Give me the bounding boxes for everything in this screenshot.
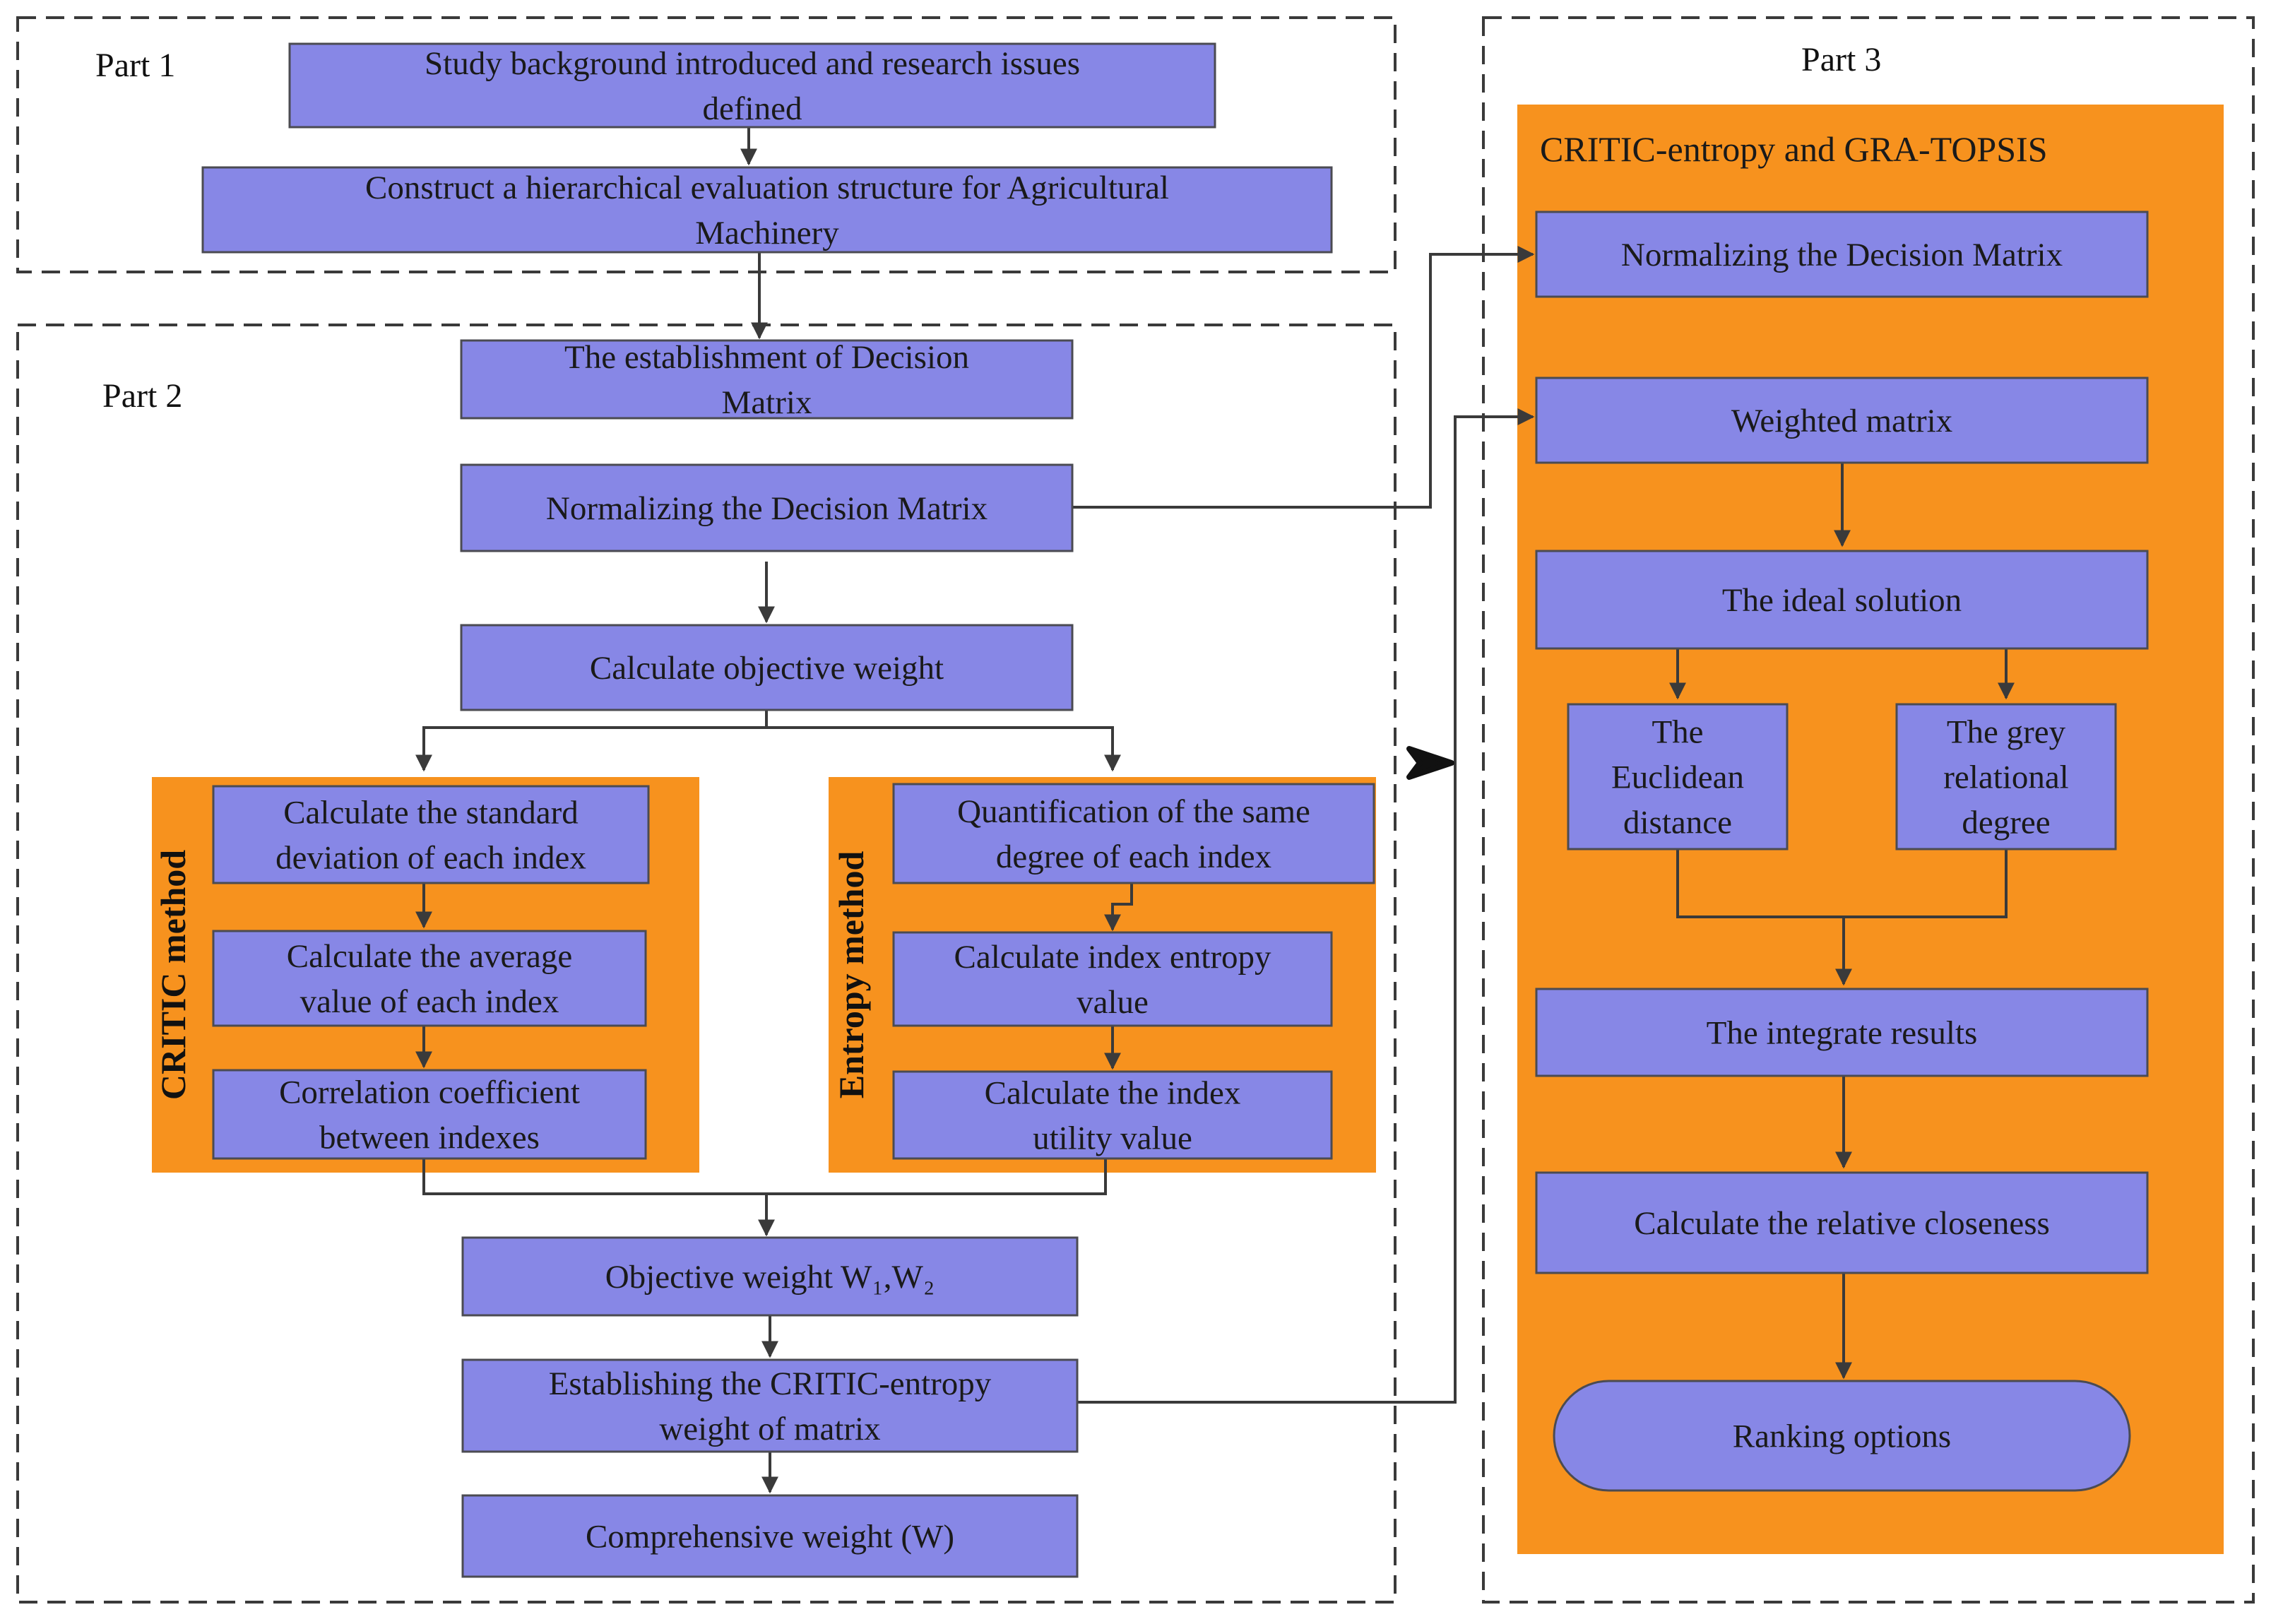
- box-critic-average-value: Calculate the average value of each index: [212, 930, 647, 1027]
- box-label-line: Study background introduced and research…: [425, 45, 1080, 82]
- box-shape: [892, 931, 1333, 1027]
- box-label-line: Calculate index entropy: [954, 939, 1271, 976]
- arrow-objective-to-critic: [415, 710, 768, 772]
- box-label-line: Weighted matrix: [1731, 403, 1952, 439]
- critic-method-label: CRITIC method: [153, 850, 193, 1100]
- arrow-entropy-step1-to-step2: [1104, 883, 1133, 932]
- part2-label: Part 2: [102, 377, 182, 415]
- box-shape: [288, 42, 1216, 129]
- box-shape: [1895, 703, 2117, 850]
- box-shape: [1535, 377, 2149, 464]
- box-label-line: between indexes: [319, 1120, 540, 1156]
- box-label-line: Normalizing the Decision Matrix: [546, 490, 988, 527]
- box-objective-weight-w1-w2: Objective weight W₁,W₂: [461, 1236, 1079, 1317]
- box-label-line: The grey: [1947, 714, 2066, 751]
- box-shape: [461, 1236, 1079, 1317]
- box-label-line: relational: [1943, 759, 2068, 796]
- box-label-line: value: [1077, 984, 1149, 1021]
- box-ideal-solution: The ideal solution: [1535, 550, 2149, 650]
- box-label-line: distance: [1623, 805, 1732, 841]
- box-label-line: The ideal solution: [1722, 582, 1962, 619]
- box-label-line: defined: [703, 90, 802, 127]
- box-shape: [460, 339, 1074, 420]
- box-normalize-decision-matrix: Normalizing the Decision Matrix: [460, 463, 1074, 552]
- box-relative-closeness: Calculate the relative closeness: [1535, 1171, 2149, 1274]
- box-shape: [1535, 211, 2149, 298]
- box-label-line: Matrix: [722, 384, 812, 421]
- box-integrate-results: The integrate results: [1535, 988, 2149, 1077]
- box-shape: [1535, 550, 2149, 650]
- box-label-line: degree of each index: [996, 838, 1271, 875]
- box-critic-entropy-weight: Establishing the CRITIC-entropy weight of…: [461, 1358, 1079, 1453]
- right-arrow-icon: [1406, 746, 1454, 780]
- box-critic-std-deviation: Calculate the standard deviation of each …: [212, 785, 650, 884]
- box-label-line: Construct a hierarchical evaluation stru…: [365, 170, 1169, 206]
- box-label-line: The: [1652, 714, 1703, 751]
- box-label-line: Machinery: [695, 215, 839, 251]
- box-shape: [461, 1494, 1079, 1578]
- box-label-line: weight of matrix: [659, 1411, 880, 1447]
- connectors: [415, 127, 2015, 1494]
- box-shape: [461, 1358, 1079, 1453]
- box-shape: [892, 1070, 1333, 1160]
- box-entropy-quantification: Quantification of the same degree of each…: [892, 783, 1375, 884]
- box-shape: [892, 783, 1375, 884]
- box-shape: [212, 1069, 647, 1160]
- merge-methods-line: [422, 1158, 1107, 1195]
- box-label-line: utility value: [1033, 1120, 1192, 1157]
- box-label-line: Calculate the standard: [283, 795, 579, 831]
- box-label-line: Objective weight W₁,W₂: [605, 1259, 935, 1296]
- box-ranking-options: Ranking options: [1553, 1380, 2131, 1492]
- box-label-line: Calculate the average: [287, 938, 572, 975]
- part3-frame: [1482, 16, 2255, 1604]
- box-shape: [1553, 1380, 2131, 1492]
- merge-distance-line: [1676, 849, 2008, 918]
- box-label-line: Normalizing the Decision Matrix: [1621, 237, 2063, 273]
- box-critic-correlation: Correlation coefficient between indexes: [212, 1069, 647, 1160]
- box-comprehensive-weight: Comprehensive weight (W): [461, 1494, 1079, 1578]
- box-shape: [460, 463, 1074, 552]
- box-label-line: The integrate results: [1707, 1015, 1978, 1052]
- box-label-line: Ranking options: [1733, 1418, 1951, 1455]
- box-shape: [460, 624, 1074, 711]
- part2-frame: [16, 324, 1397, 1604]
- arrow-normalize-to-part3: [1072, 246, 1535, 509]
- arrow-objective-to-entropy: [766, 726, 1121, 772]
- arrow-critic-entropy-to-weighted: [1075, 408, 1535, 1404]
- box-label-line: Establishing the CRITIC-entropy: [549, 1365, 992, 1402]
- box-label-line: Calculate the index: [985, 1075, 1241, 1112]
- box-hierarchical-structure: Construct a hierarchical evaluation stru…: [201, 166, 1333, 254]
- gra-topsis-title: CRITIC-entropy and GRA-TOPSIS: [1540, 129, 2048, 169]
- box-label-line: value of each index: [300, 983, 559, 1020]
- box-shape: [212, 930, 647, 1027]
- box-calculate-objective-weight: Calculate objective weight: [460, 624, 1074, 711]
- box-label-line: Correlation coefficient: [279, 1074, 580, 1111]
- part1-label: Part 1: [95, 47, 175, 84]
- box-shape: [201, 166, 1333, 254]
- entropy-method-label: Entropy method: [831, 851, 871, 1099]
- box-label-line: degree: [1962, 805, 2050, 841]
- box-label-line: deviation of each index: [275, 840, 586, 877]
- box-label-line: Calculate objective weight: [590, 650, 944, 687]
- box-weighted-matrix: Weighted matrix: [1535, 377, 2149, 464]
- box-shape: [1535, 988, 2149, 1077]
- box-shape: [1567, 703, 1789, 850]
- box-label-line: The establishment of Decision: [564, 339, 969, 376]
- part1-frame: [16, 16, 1397, 273]
- box-shape: [1535, 1171, 2149, 1274]
- box-p3-normalize-decision-matrix: Normalizing the Decision Matrix: [1535, 211, 2149, 298]
- box-shape: [212, 785, 650, 884]
- box-grey-relational-degree: The grey relational degree: [1895, 703, 2117, 850]
- box-label-line: Euclidean: [1611, 759, 1744, 796]
- box-label-line: Calculate the relative closeness: [1634, 1205, 2050, 1242]
- part3-label: Part 3: [1801, 41, 1881, 78]
- box-label-line: Quantification of the same: [957, 793, 1310, 830]
- box-entropy-index-value: Calculate index entropy value: [892, 931, 1333, 1027]
- box-entropy-utility-value: Calculate the index utility value: [892, 1070, 1333, 1160]
- box-study-background: Study background introduced and research…: [288, 42, 1216, 129]
- box-label-line: Comprehensive weight (W): [586, 1519, 954, 1555]
